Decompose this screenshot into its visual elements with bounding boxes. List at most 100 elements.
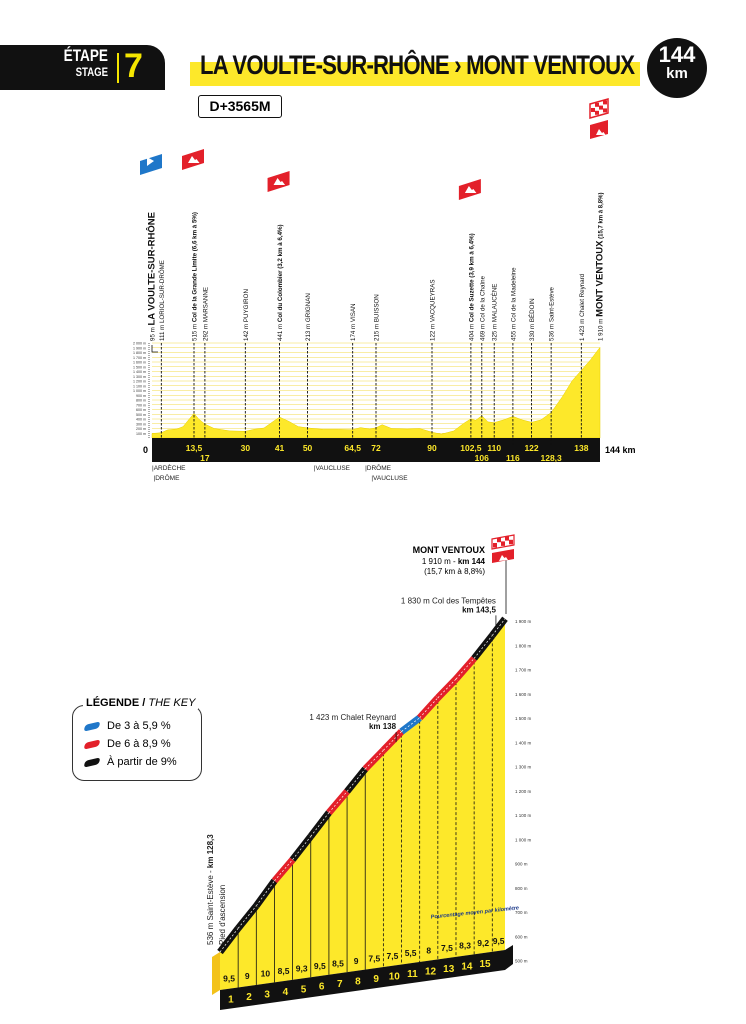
road-centerline xyxy=(237,905,257,929)
km-label: 102,5 xyxy=(460,443,482,453)
place-altitude: 469 m xyxy=(479,322,486,341)
gradient-label: 9,5 xyxy=(493,936,505,946)
blue-swatch-icon xyxy=(83,720,101,732)
gradient-label: 9,2 xyxy=(477,938,489,948)
y-tick-label: 900 m xyxy=(515,862,528,867)
road-centerline xyxy=(292,836,312,860)
checker-square xyxy=(509,539,513,545)
y-tick-label: 1 800 m xyxy=(515,643,532,648)
y-tick-label: 500 m xyxy=(515,959,528,964)
road-centerline xyxy=(328,791,348,813)
place-label: 111 m LORIOL-SUR-DRÔME xyxy=(159,260,166,341)
elevation-gain-badge: D+3565M xyxy=(198,95,282,118)
y-tick-label: 1 800 m xyxy=(133,351,146,355)
km-number: 4 xyxy=(283,987,289,998)
black-swatch-icon xyxy=(83,756,101,768)
y-tick-label: 1 500 m xyxy=(515,716,532,721)
y-tick-label: 1 400 m xyxy=(133,370,146,374)
km-number: 12 xyxy=(425,966,437,977)
y-tick-label: 1 200 m xyxy=(133,380,146,384)
place-name: Col de la Grande Limite (6,6 km à 5%) xyxy=(192,212,199,322)
km-number: 6 xyxy=(319,982,325,993)
km-label: 138 xyxy=(574,443,588,453)
y-tick-label: 1 700 m xyxy=(133,356,146,360)
place-altitude: 213 m xyxy=(305,322,312,341)
km-label: 122 xyxy=(524,443,538,453)
km-label: 116 xyxy=(506,453,520,463)
y-tick-label: 1 500 m xyxy=(133,365,146,369)
x-start-label: 0 xyxy=(143,445,148,455)
place-altitude: 404 m xyxy=(468,322,475,341)
y-tick-label: 1 300 m xyxy=(133,375,146,379)
legend-item-blue: De 3 à 5,9 % xyxy=(83,720,171,732)
road-centerline xyxy=(346,768,366,792)
place-altitude: 215 m xyxy=(374,322,381,341)
y-tick-label: 1 900 m xyxy=(133,346,146,350)
mountain-icon xyxy=(188,156,200,163)
place-altitude: 330 m xyxy=(529,322,536,341)
place-altitude: 1 423 m xyxy=(579,317,586,341)
road-centerline xyxy=(256,880,275,907)
department-label: |VAUCLUSE xyxy=(371,475,408,482)
km-number: 5 xyxy=(301,984,307,995)
km-band xyxy=(220,945,513,1010)
gradient-label: 9,5 xyxy=(314,961,326,971)
y-tick-label: 800 m xyxy=(136,399,146,403)
gradient-label: 5,5 xyxy=(405,948,417,958)
mountain-icon xyxy=(499,555,508,561)
y-tick-label: 1 600 m xyxy=(515,692,532,697)
place-name: Saint-Estève xyxy=(549,286,556,322)
checker-square xyxy=(501,541,505,546)
km-number: 11 xyxy=(407,969,418,980)
road-centerline xyxy=(419,697,439,719)
y-tick-label: 200 m xyxy=(136,427,146,431)
place-name: LA VOULTE-SUR-RHÔNE xyxy=(146,212,158,325)
stage-word-en: STAGE xyxy=(75,65,108,79)
road-centerline xyxy=(364,750,384,770)
place-altitude: 455 m xyxy=(510,322,517,341)
place-altitude: 174 m xyxy=(350,322,357,341)
department-label: |DRÔME xyxy=(154,473,181,482)
km-label: 41 xyxy=(275,443,285,453)
climb-area xyxy=(220,618,505,990)
km-number: 1 xyxy=(228,994,234,1005)
red-swatch-icon xyxy=(83,738,101,750)
climb-flag-icon xyxy=(492,549,514,563)
summit-alt: 1 910 m - xyxy=(422,557,458,566)
km-label: 13,5 xyxy=(186,443,203,453)
place-name: LORIOL-SUR-DRÔME xyxy=(159,260,166,323)
checker-square xyxy=(603,108,607,113)
play-arrow-icon xyxy=(147,157,154,166)
place-altitude: 95 m xyxy=(150,326,157,341)
stage-badge: ÉTAPE STAGE 7 xyxy=(0,45,165,90)
place-label: 455 m Col de la Madeleine xyxy=(510,267,517,341)
summit-name: MONT VENTOUX xyxy=(413,545,485,555)
place-altitude: 111 m xyxy=(159,323,166,341)
gradient-label: 9,5 xyxy=(223,974,235,984)
department-label: |DRÔME xyxy=(365,463,392,472)
legend-title-fr: LÉGENDE / xyxy=(86,697,149,709)
place-altitude: 441 m xyxy=(277,322,284,341)
gradient-label: 9,3 xyxy=(296,964,308,974)
km-label: 106 xyxy=(475,453,489,463)
start-sub-label: Pied d'ascension xyxy=(218,885,227,945)
mountain-icon xyxy=(273,178,286,185)
start-bracket-icon xyxy=(151,345,158,353)
legend-item-black: À partir de 9% xyxy=(83,756,177,768)
place-label: 142 m PUYGIRON xyxy=(243,289,250,341)
km-label: 50 xyxy=(303,443,313,453)
place-altitude: 515 m xyxy=(192,322,199,341)
place-name: VACQUEYRAS xyxy=(430,280,437,323)
km-number: 7 xyxy=(337,979,343,990)
department-label: |VAUCLUSE xyxy=(314,465,351,472)
legend-title: LÉGENDE / THE KEY xyxy=(83,697,199,709)
y-tick-label: 1 100 m xyxy=(515,813,532,818)
km-number: 2 xyxy=(246,992,252,1003)
km-label: 64,5 xyxy=(344,443,361,453)
road-centerline xyxy=(274,859,293,882)
checker-square xyxy=(595,102,599,107)
place-altitude: 292 m xyxy=(202,322,209,341)
km-number: 15 xyxy=(479,959,491,970)
km-label: 72 xyxy=(371,443,381,453)
place-name: Col du Colombier (3,2 km à 6,4%) xyxy=(277,224,284,322)
